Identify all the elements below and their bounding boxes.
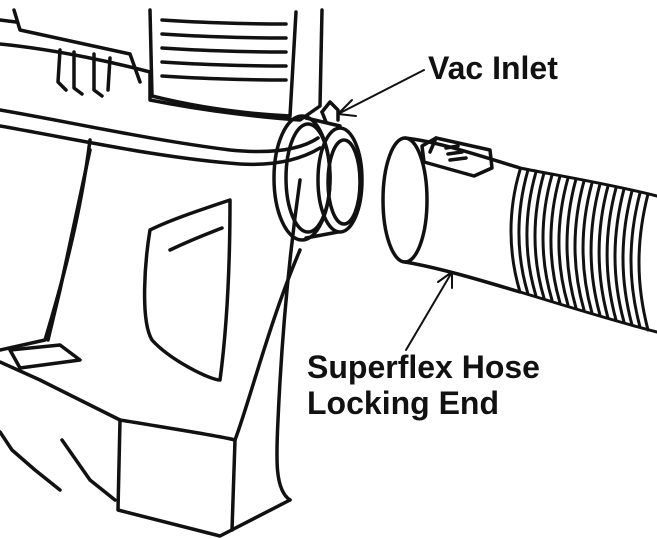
vacuum-body bbox=[0, 8, 324, 538]
hose-label-line-1: Superflex Hose bbox=[307, 349, 540, 385]
hose-locking-end-label: Superflex Hose Locking End bbox=[307, 349, 540, 421]
hose-arrowhead bbox=[437, 271, 453, 289]
hose-locking-end bbox=[381, 136, 522, 294]
leader-lines bbox=[337, 69, 453, 351]
hose-leader bbox=[405, 271, 453, 351]
vac-inlet-leader bbox=[337, 69, 425, 115]
vac-inlet-label: Vac Inlet bbox=[428, 50, 558, 86]
hose-label-line-2: Locking End bbox=[307, 385, 499, 421]
vac-inlet-arrowhead bbox=[337, 99, 357, 117]
corrugated-hose bbox=[509, 166, 657, 334]
vac-inlet-port bbox=[272, 100, 364, 242]
